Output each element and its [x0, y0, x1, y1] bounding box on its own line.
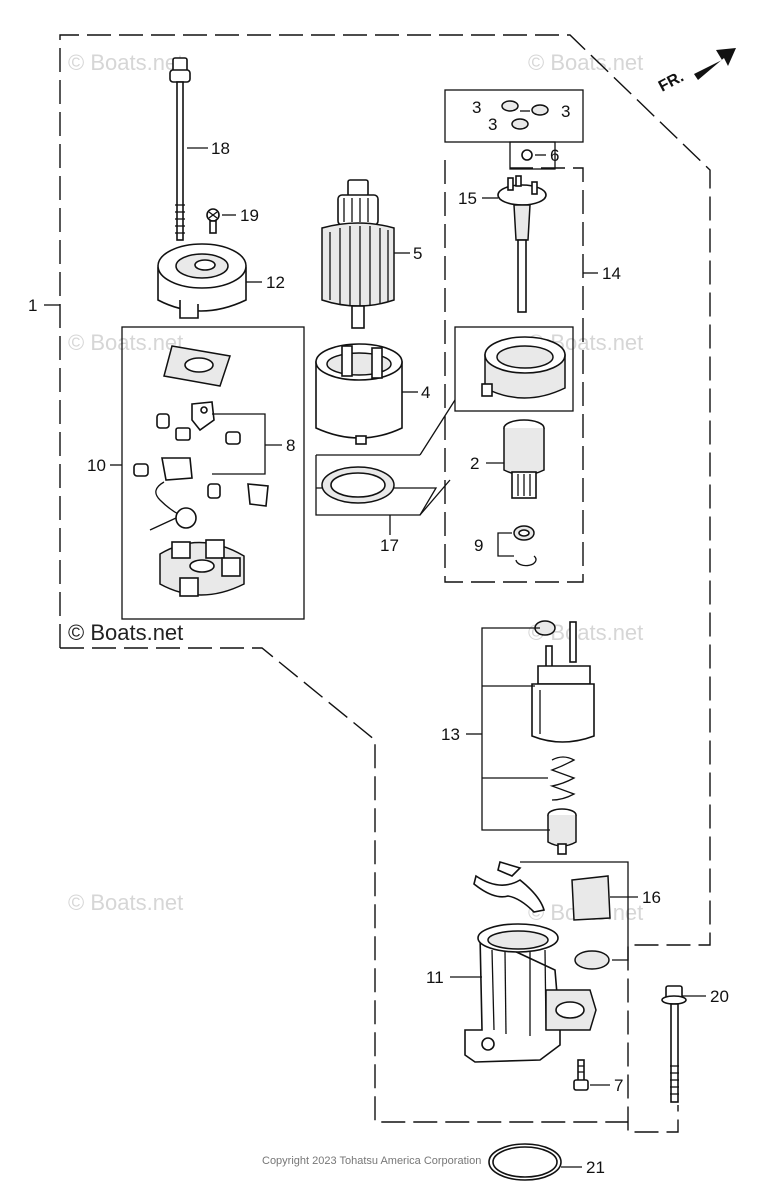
clutch-group-box: [454, 326, 574, 412]
callout-14: 14: [602, 264, 621, 283]
arrow-icon: [694, 48, 736, 80]
o-ring-part: [488, 1143, 562, 1181]
small-bolt-part: [573, 1059, 589, 1091]
bracket-13: [481, 627, 550, 831]
callout-3: 3: [472, 98, 481, 117]
drive-group-box: [444, 160, 584, 583]
brush-group-box: [121, 326, 305, 620]
callout-8: 8: [286, 436, 295, 455]
nut-part: [501, 100, 549, 130]
callout-16: 16: [642, 888, 661, 907]
washer-part: [521, 149, 533, 161]
callout-20: 20: [710, 987, 729, 1006]
callout-17: 17: [380, 536, 399, 555]
front-label: FR.: [656, 68, 687, 95]
bracket-9: [497, 532, 514, 557]
shift-lever-part: [473, 860, 546, 913]
through-bolt-part: [169, 57, 191, 241]
callout-9: 9: [474, 536, 483, 555]
front-bracket-part: [464, 923, 597, 1063]
brush-set-part: [133, 401, 269, 531]
overrunning-clutch-part: [503, 419, 545, 499]
watermark-text: © Boats.net: [528, 50, 643, 75]
assembly-outline-lower: [60, 647, 628, 1123]
callout-15: 15: [458, 189, 477, 208]
stop-ring-part: [513, 525, 537, 567]
callout-6: 6: [550, 146, 559, 165]
copyright-notice: Copyright 2023 Tohatsu America Corporati…: [262, 1155, 481, 1167]
plunger-part: [547, 808, 577, 855]
callout-3: 3: [561, 102, 570, 121]
brush-holder-part: [159, 539, 245, 597]
leader-lines: [44, 110, 706, 1168]
callout-10: 10: [87, 456, 106, 475]
callout-labels: 1 2 3 3 3 4 5 6 7 8 9 10 11 12 13 14 15 …: [28, 98, 729, 1177]
end-cover-part: [157, 243, 247, 319]
front-direction-indicator: FR.: [656, 48, 736, 96]
callout-2: 2: [470, 454, 479, 473]
washer-group-box: [509, 141, 556, 170]
screw-part: [206, 208, 220, 234]
callout-7: 7: [614, 1076, 623, 1095]
brand-mark: © Boats.net: [68, 620, 183, 645]
watermark-text: © Boats.net: [68, 50, 183, 75]
callout-19: 19: [240, 206, 259, 225]
packing-pad-part: [571, 875, 611, 921]
watermark-text: © Boats.net: [68, 330, 183, 355]
magnetic-switch-part: [531, 620, 595, 743]
watermark-text: © Boats.net: [68, 890, 183, 915]
grommet-part: [574, 950, 610, 970]
plunger-spring-part: [549, 756, 576, 801]
assembly-outline: [59, 34, 711, 1133]
yoke-part: [315, 343, 403, 445]
brush-plate-part: [163, 345, 231, 387]
bracket-8: [212, 413, 266, 475]
callout-18: 18: [211, 139, 230, 158]
callout-5: 5: [413, 244, 422, 263]
pinion-shaft-part: [497, 175, 547, 313]
callout-12: 12: [266, 273, 285, 292]
callout-3: 3: [488, 115, 497, 134]
callout-21: 21: [586, 1158, 605, 1177]
bracket-16: [520, 861, 629, 961]
internal-gear-part: [481, 336, 566, 399]
mounting-bolt-part: [661, 985, 687, 1103]
gasket-part: [321, 466, 395, 504]
callout-13: 13: [441, 725, 460, 744]
armature-part: [321, 179, 395, 329]
callout-1: 1: [28, 296, 37, 315]
callout-4: 4: [421, 383, 430, 402]
callout-11: 11: [426, 968, 444, 987]
